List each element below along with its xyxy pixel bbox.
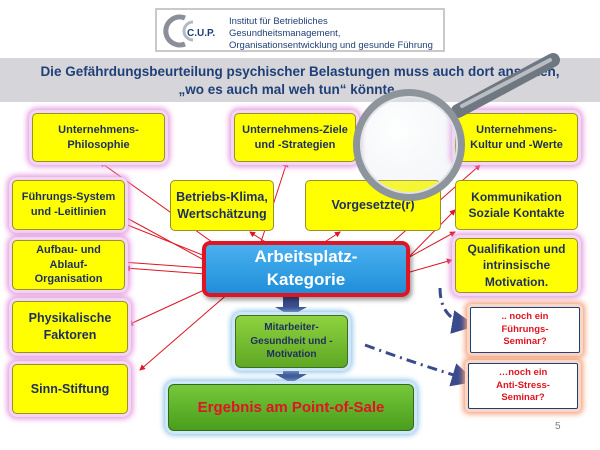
label-line: Soziale Kontakte xyxy=(468,206,565,220)
banner-line-2: „wo es auch mal weh tun“ könnte…… xyxy=(178,82,422,97)
box-sinn-stiftung: Sinn-Stiftung xyxy=(12,364,128,414)
logo-text: Institut für Betriebliches Gesundheitsma… xyxy=(229,16,439,52)
label-line: Unternehmens- xyxy=(476,123,557,136)
logo-mark-text: C.U.P. xyxy=(187,28,215,39)
label-line: Unternehmens-Ziele xyxy=(242,123,348,136)
label-line: Führungs-System xyxy=(21,191,116,204)
box-unternehmens-ziele: Unternehmens-Ziele und -Strategien xyxy=(234,113,356,162)
logo-line-2: Organisationsentwicklung und gesunde Füh… xyxy=(229,40,433,51)
label-line: Kategorie xyxy=(266,270,346,289)
label-line: Arbeitsplatz- xyxy=(254,247,358,267)
arrow-to-note-1 xyxy=(438,287,476,334)
cup-logo-mark: C.U.P. xyxy=(163,14,215,48)
down-arrow-2 xyxy=(275,365,307,383)
label-line: und -Strategien xyxy=(254,138,336,151)
label-line: und -Leitlinien xyxy=(30,206,107,218)
label-line: Philosophie xyxy=(67,138,130,151)
label-line: Gesundheit und - xyxy=(250,335,333,347)
label-line: …noch ein xyxy=(498,366,548,378)
box-mitarbeiter-gesundheit: Mitarbeiter-Gesundheit und - Motivation xyxy=(235,315,348,368)
label-line: Qualifikation und xyxy=(467,242,566,257)
label-line: Mitarbeiter- xyxy=(264,322,319,334)
box-ergebnis-point-of-sale: Ergebnis am Point-of-Sale xyxy=(168,384,414,431)
logo-line-1: Institut für Betriebliches Gesundheitsma… xyxy=(229,16,341,39)
box-betriebs-klima: Betriebs-Klima, Wertschätzung xyxy=(170,180,274,231)
label-line: Faktoren xyxy=(43,328,97,342)
label-line: Wertschätzung xyxy=(177,206,267,221)
box-unternehmens-philosophie: Unternehmens- Philosophie xyxy=(32,113,165,162)
banner-line-1: Die Gefährdungsbeurteilung psychischer B… xyxy=(40,64,560,79)
label-line: .. noch ein xyxy=(501,310,549,322)
box-unternehmens-kultur: Unternehmens- Kultur und -Werte xyxy=(455,113,578,162)
label-line: Seminar? xyxy=(501,392,545,404)
label-line: intrinsische xyxy=(482,258,551,273)
label-line: Seminar? xyxy=(503,336,547,348)
label-line: Anti-Stress- xyxy=(496,379,550,391)
label-line: Ergebnis am Point-of-Sale xyxy=(197,399,385,416)
down-arrow-1 xyxy=(275,296,307,316)
label-line: Ablauf- xyxy=(49,258,88,271)
label-line: Organisation xyxy=(34,273,103,286)
page-number: 5 xyxy=(555,421,561,432)
header-logo: C.U.P. Institut für Betriebliches Gesund… xyxy=(155,8,445,52)
label-line: Motivation. xyxy=(484,274,549,289)
title-banner: Die Gefährdungsbeurteilung psychischer B… xyxy=(0,58,600,102)
label-line: Physikalische xyxy=(28,311,112,326)
label-line: Vorgesetzte(r) xyxy=(331,198,415,213)
label-line: Aufbau- und xyxy=(36,243,101,256)
label-line: Unternehmens- xyxy=(58,123,139,136)
label-line: Kommunikation xyxy=(471,189,562,204)
label-line: Sinn-Stiftung xyxy=(30,381,110,396)
label-line: Führungs- xyxy=(501,323,549,335)
label-line: Kultur und -Werte xyxy=(470,138,563,151)
label-line: Motivation xyxy=(266,349,317,361)
label-line: Betriebs-Klima, xyxy=(176,189,268,204)
box-arbeitsplatz-kategorie: Arbeitsplatz- Kategorie xyxy=(202,241,410,297)
box-fuehrungs-system: Führungs-System und -Leitlinien xyxy=(12,180,125,230)
